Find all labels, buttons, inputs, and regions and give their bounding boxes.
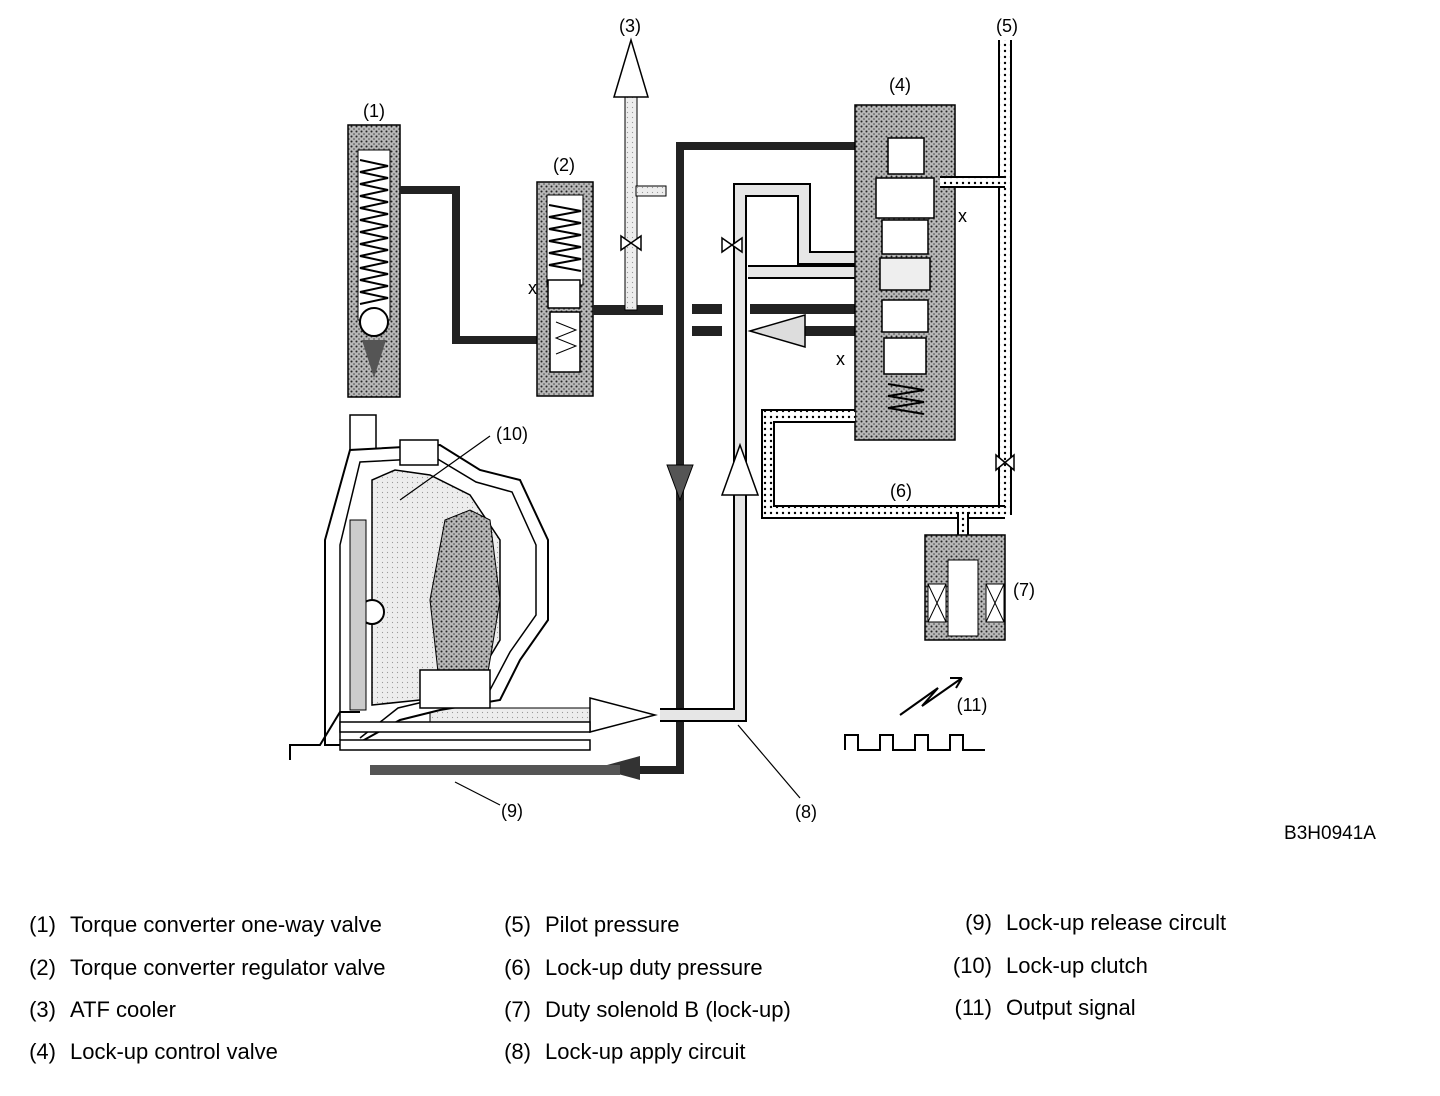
callout-5: (5): [996, 16, 1018, 36]
callout-7: (7): [1013, 580, 1035, 600]
legend: (1) Torque converter one-way valve (2) T…: [0, 900, 1440, 1080]
callout-10: (10): [496, 424, 528, 444]
legend-text: Lock-up control valve: [70, 1039, 278, 1064]
legend-item: (4) Lock-up control valve: [0, 1039, 278, 1065]
pilot-pressure-pipe: [940, 40, 1015, 515]
legend-number: (1): [29, 912, 56, 937]
callout-11: (11): [957, 695, 988, 715]
legend-text: Lock-up release circult: [1006, 910, 1227, 935]
legend-text: ATF cooler: [70, 997, 176, 1022]
output-signal: [844, 677, 985, 751]
legend-text: Lock-up duty pressure: [545, 955, 763, 980]
legend-number: (10): [952, 953, 992, 978]
leader-line-9: [454, 781, 501, 806]
legend-item: (2) Torque converter regulator valve: [0, 955, 386, 981]
legend-number: (6): [504, 955, 531, 980]
legend-number: (4): [29, 1039, 56, 1064]
svg-text:x: x: [836, 349, 845, 369]
apply-circuit-pipe: [429, 183, 855, 733]
callout-4: (4): [889, 75, 911, 95]
legend-item: (1) Torque converter one-way valve: [0, 912, 382, 938]
duty-solenoid: [924, 534, 1006, 641]
legend-item: (3) ATF cooler: [0, 997, 176, 1023]
legend-item: (9) Lock-up release circult: [936, 910, 1226, 936]
leader-line-10: [399, 435, 491, 501]
legend-text: Output signal: [1006, 995, 1136, 1020]
legend-number: (8): [504, 1039, 531, 1064]
release-circuit-pipe: [620, 142, 855, 774]
legend-item: (8) Lock-up apply circuit: [475, 1039, 746, 1065]
svg-text:x: x: [528, 278, 537, 298]
callout-8: (8): [795, 802, 817, 822]
legend-item: (10) Lock-up clutch: [936, 953, 1148, 979]
legend-item: (11) Output signal: [936, 995, 1136, 1021]
regulator-valve: x: [528, 181, 594, 397]
legend-number: (5): [504, 912, 531, 937]
legend-number: (3): [29, 997, 56, 1022]
legend-text: Lock-up apply circuit: [545, 1039, 746, 1064]
hydraulic-circuit-diagram: x x x: [289, 16, 1376, 844]
one-way-valve: [347, 124, 401, 398]
callout-9: (9): [501, 801, 523, 821]
legend-number: (11): [954, 995, 993, 1020]
lockup-control-valve: x x: [836, 104, 967, 441]
legend-text: Duty solenold B (lock-up): [545, 997, 791, 1022]
leader-line-8: [737, 724, 801, 799]
legend-text: Lock-up clutch: [1006, 953, 1148, 978]
svg-text:x: x: [958, 206, 967, 226]
callout-6: (6): [890, 481, 912, 501]
legend-number: (9): [965, 910, 992, 935]
callout-2: (2): [553, 155, 575, 175]
legend-text: Pilot pressure: [545, 912, 680, 937]
callout-3: (3): [619, 16, 641, 36]
legend-item: (6) Lock-up duty pressure: [475, 955, 763, 981]
legend-number: (7): [504, 997, 531, 1022]
legend-item: (5) Pilot pressure: [475, 912, 680, 938]
pipe-one-way-to-regulator: [400, 186, 540, 344]
callout-1: (1): [363, 101, 385, 121]
torque-converter: [289, 414, 591, 760]
legend-number: (2): [29, 955, 56, 980]
figure-code: B3H0941A: [1284, 823, 1376, 844]
legend-text: Torque converter regulator valve: [70, 955, 386, 980]
atf-cooler-line: [593, 37, 667, 315]
legend-text: Torque converter one-way valve: [70, 912, 382, 937]
legend-item: (7) Duty solenold B (lock-up): [475, 997, 791, 1023]
